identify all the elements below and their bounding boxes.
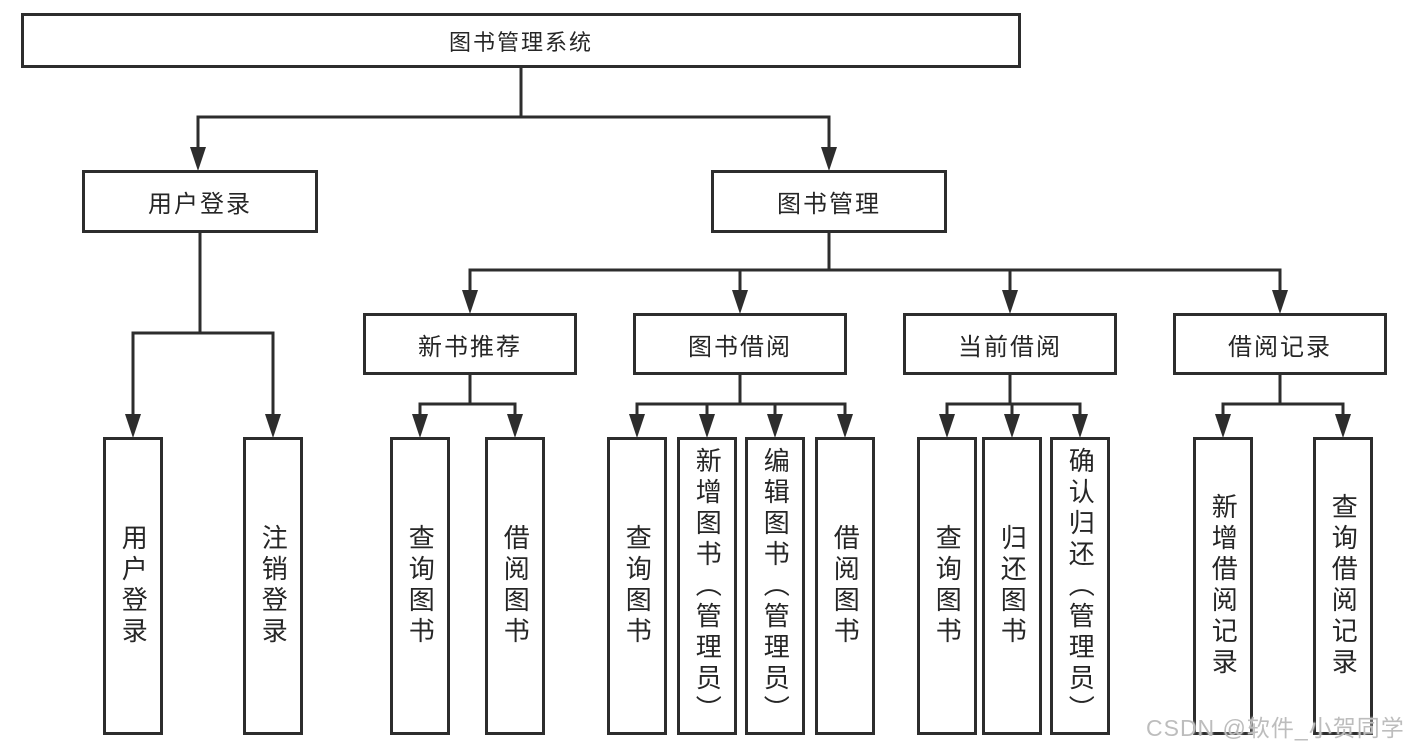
node-user-login: 用户登录 [82,170,318,233]
leaf-borrowing-edit-book-admin: 编辑图书（管理员） [745,437,805,735]
leaf-borrowing-add-book-admin: 新增图书（管理员） [677,437,737,735]
leaf-records-add-borrow-record: 新增借阅记录 [1193,437,1253,735]
leaf-borrowing-query-books: 查询图书 [607,437,667,735]
leaf-current-query-books: 查询图书 [917,437,977,735]
arrowheads [125,147,1351,438]
leaf-recommend-query-books: 查询图书 [390,437,450,735]
node-current-borrowing: 当前借阅 [903,313,1117,375]
leaf-current-return-books: 归还图书 [982,437,1042,735]
leaf-user-login: 用户登录 [103,437,163,735]
node-book-management: 图书管理 [711,170,947,233]
node-book-borrowing: 图书借阅 [633,313,847,375]
leaf-borrowing-borrow-books: 借阅图书 [815,437,875,735]
leaf-recommend-borrow-books: 借阅图书 [485,437,545,735]
csdn-watermark: CSDN @软件_小贺同学 [1146,715,1405,741]
node-library-management-system: 图书管理系统 [21,13,1021,68]
node-new-book-recommend: 新书推荐 [363,313,577,375]
node-borrowing-records: 借阅记录 [1173,313,1387,375]
leaf-records-query-borrow-record: 查询借阅记录 [1313,437,1373,735]
leaf-logout: 注销登录 [243,437,303,735]
leaf-current-confirm-return-admin: 确认归还（管理员） [1050,437,1110,735]
